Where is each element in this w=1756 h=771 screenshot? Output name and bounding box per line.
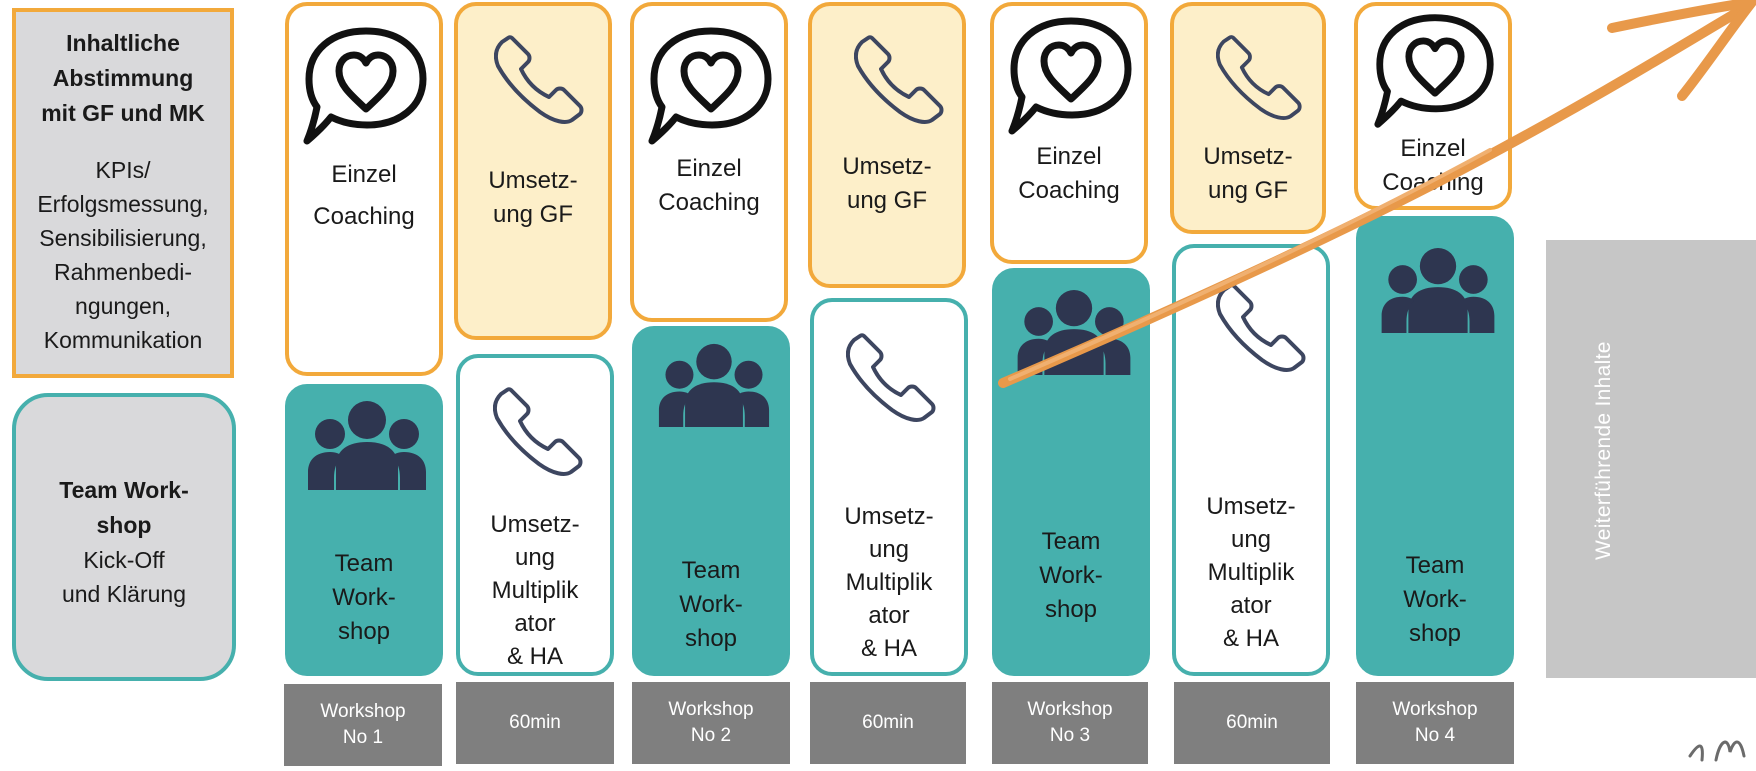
coaching-card: Einzel Coaching [990,2,1148,264]
implementation-gf-card: Umsetz- ung GF [808,2,966,288]
phone-icon [1216,283,1306,372]
column-footer: Workshop No 1 [284,684,442,766]
coaching-card: Einzel Coaching [1354,2,1512,210]
kickoff-workshop-body: Kick-Off und Klärung [61,547,187,607]
card-label: Umsetz- ung Multiplik ator & HA [844,503,934,662]
card-label: Umsetz- ung GF [488,167,578,228]
implementation-gf-card: Umsetz- ung GF [1170,2,1326,234]
card-label: Umsetz- ung Multiplik ator & HA [1206,493,1296,652]
multiplier-card: Umsetz- ung Multiplik ator & HA [456,354,614,676]
column-footer: Workshop No 4 [1356,682,1514,764]
phone-icon [846,333,936,422]
heart-speech-bubble-icon [648,27,772,145]
coaching-card: Einzel Coaching [630,2,788,322]
card-label: Einzel Coaching [1018,143,1120,204]
column-footer: 60min [1174,682,1330,764]
phone-icon [494,35,584,124]
card-label: Team Work- shop [679,557,743,652]
heart-speech-bubble-icon [1008,17,1132,135]
column-footer: 60min [810,682,966,764]
team-workshop-card: Team Work- shop [1356,216,1514,676]
alignment-title: Inhaltliche Abstimmung mit GF und MK [41,30,205,126]
card-label: Einzel Coaching [658,155,760,216]
card-label: Team Work- shop [1403,552,1467,647]
card-label: Einzel Coaching [313,161,415,230]
column-footer: Workshop No 2 [632,682,790,764]
heart-speech-bubble-icon [303,27,427,145]
kickoff-workshop-box: Team Work- shop Kick-Off und Klärung [12,393,236,681]
phone-icon [1216,35,1302,120]
column-footer: Workshop No 3 [992,682,1148,764]
team-workshop-card: Team Work- shop [285,384,443,676]
team-people-icon [308,401,426,490]
team-people-icon [658,343,770,427]
card-label: Umsetz- ung GF [1203,143,1293,204]
multiplier-card: Umsetz- ung Multiplik ator & HA [1172,244,1330,676]
card-label: Team Work- shop [332,550,396,645]
phone-icon [493,387,583,476]
team-workshop-card: Team Work- shop [632,326,790,676]
alignment-body: KPIs/ Erfolgsmessung, Sensibilisierung, … [37,157,209,353]
multiplier-card: Umsetz- ung Multiplik ator & HA [810,298,968,676]
phone-icon [854,35,944,124]
team-people-icon [1381,247,1495,333]
further-content-box: Weiterführende Inhalte [1546,240,1756,678]
kickoff-workshop-title: Team Work- shop [59,477,189,538]
column-footer: 60min [456,682,614,764]
card-label: Umsetz- ung Multiplik ator & HA [490,511,580,670]
card-label: Umsetz- ung GF [842,153,932,214]
implementation-gf-card: Umsetz- ung GF [454,2,612,340]
kickoff-alignment-box: Inhaltliche Abstimmung mit GF und MK KPI… [12,8,234,378]
card-label: Team Work- shop [1039,528,1103,623]
coaching-card: Einzel Coaching [285,2,443,376]
heart-speech-bubble-icon [1374,14,1494,128]
